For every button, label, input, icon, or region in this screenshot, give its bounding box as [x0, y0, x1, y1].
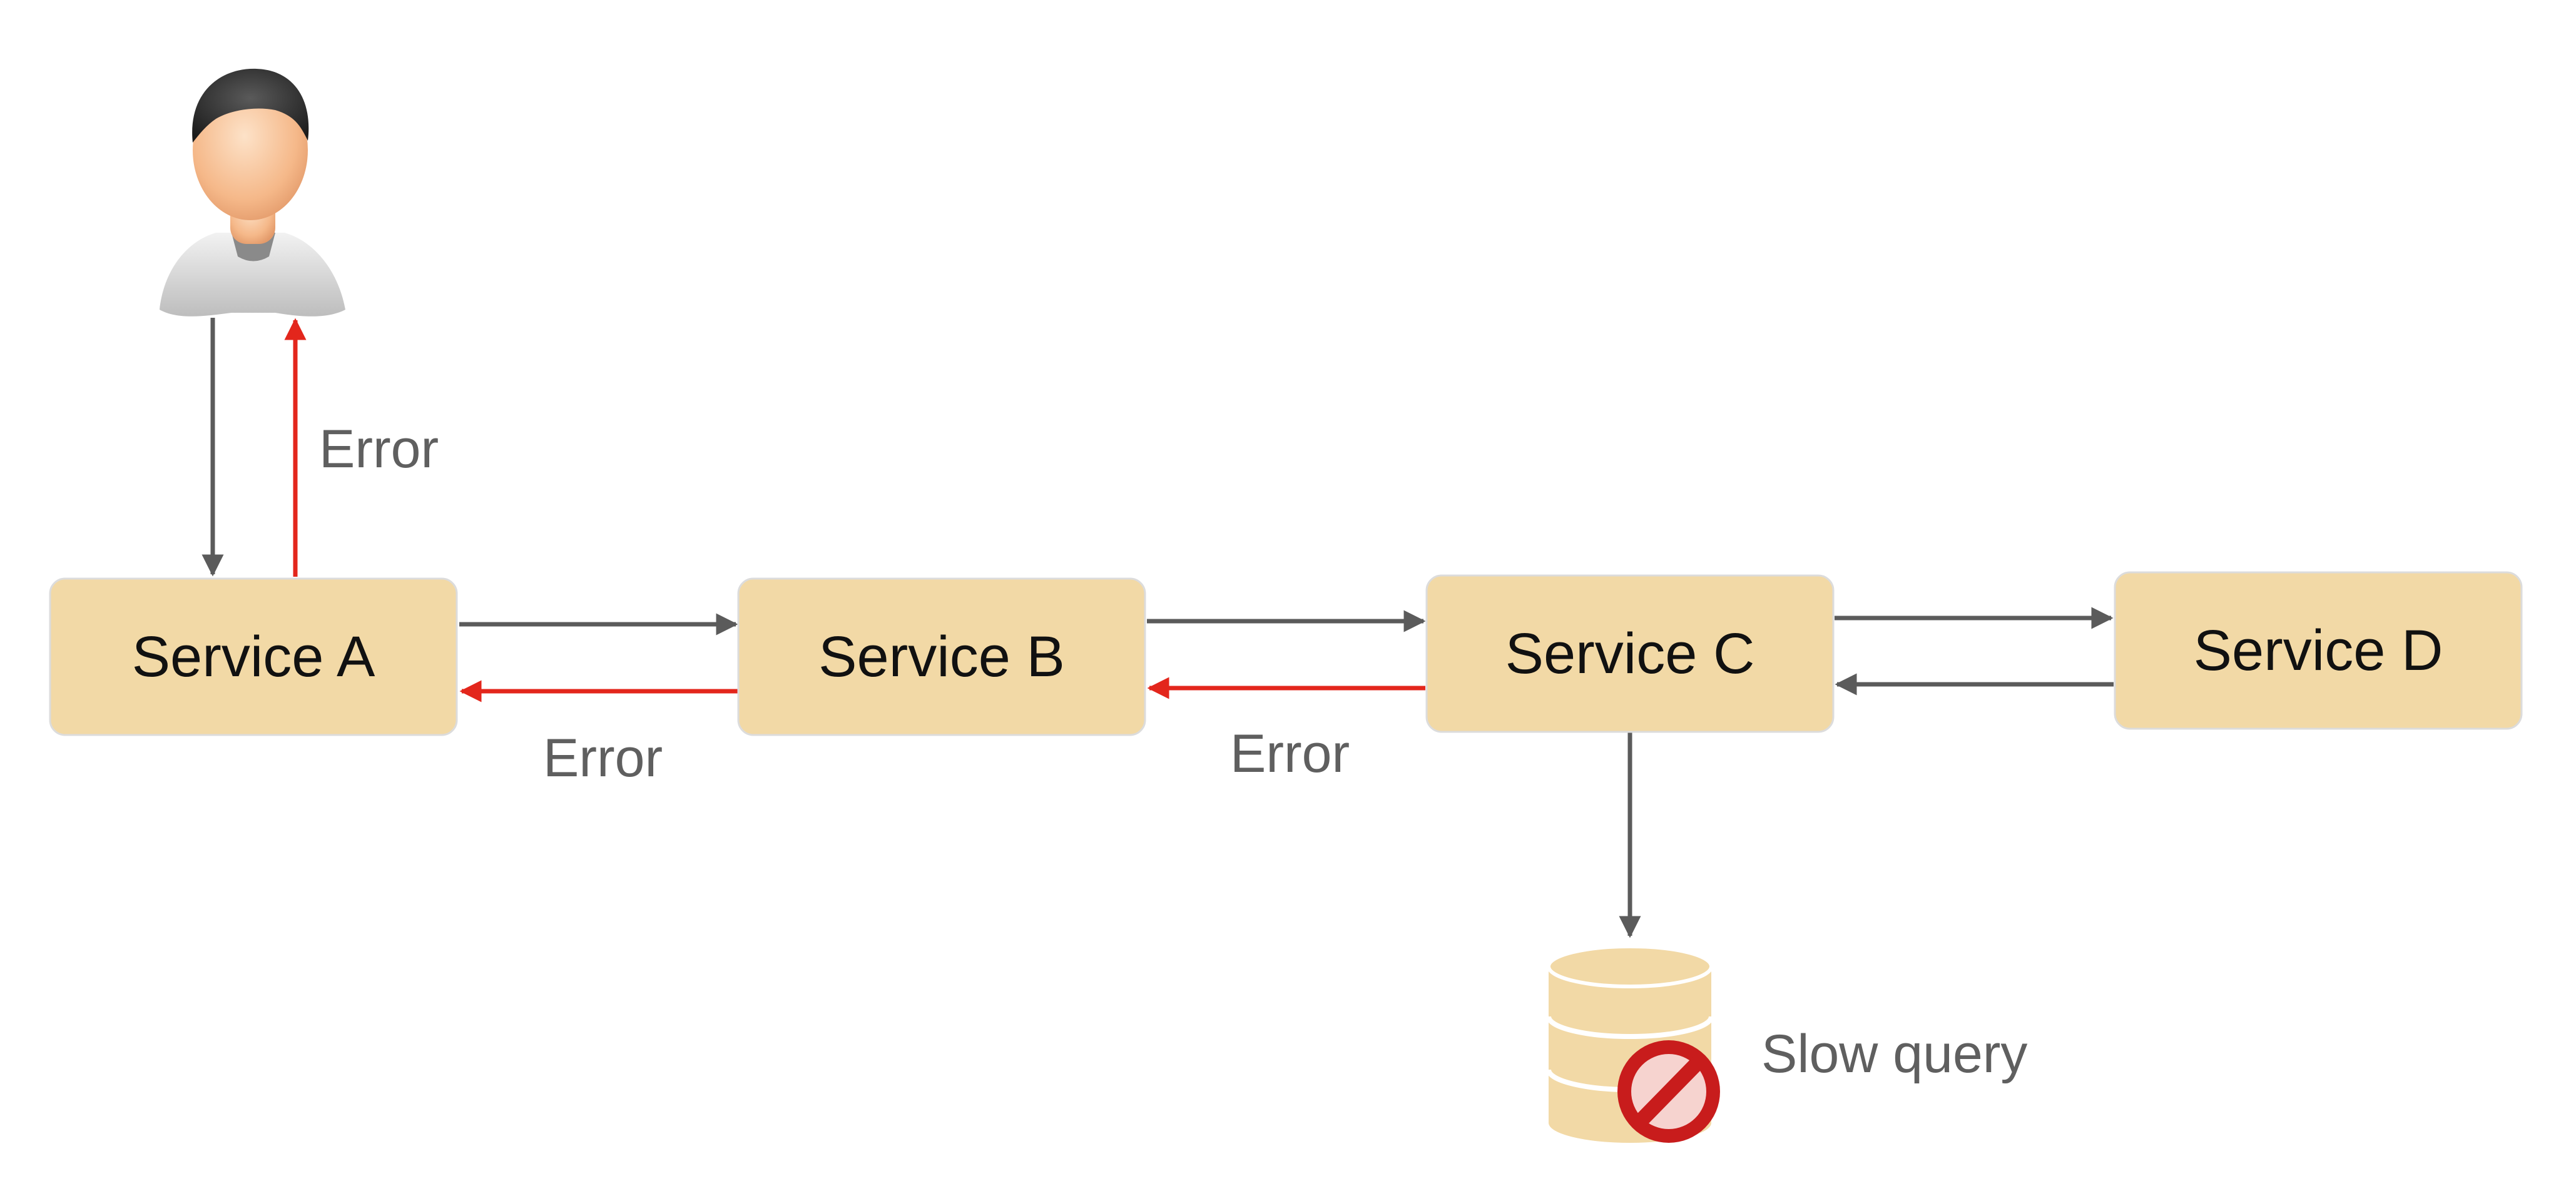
database-label: Slow query: [1761, 1024, 2027, 1084]
no-entry-icon: [1617, 1040, 1720, 1143]
service-a-node: Service A: [49, 577, 458, 736]
service-a-label: Service A: [132, 625, 375, 689]
service-c-node: Service C: [1425, 574, 1835, 733]
service-d-node: Service D: [2114, 571, 2523, 730]
service-c-label: Service C: [1505, 622, 1755, 686]
user-avatar-icon: [160, 68, 345, 317]
edge-label-error-user: Error: [319, 419, 439, 479]
edge-label-error-a-b: Error: [543, 728, 663, 788]
service-d-label: Service D: [2194, 619, 2443, 682]
service-b-node: Service B: [737, 577, 1146, 736]
service-b-label: Service B: [818, 625, 1065, 689]
edge-label-error-b-c: Error: [1230, 724, 1350, 784]
